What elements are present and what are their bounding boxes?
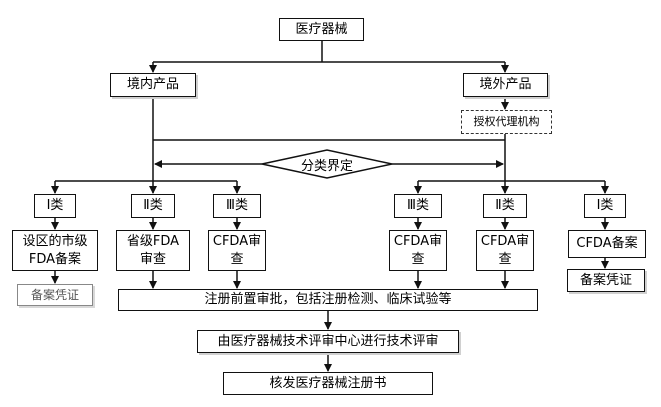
foreign-filing-certificate-node: 备案凭证	[567, 269, 645, 292]
authorized-agent-node: 授权代理机构	[461, 110, 552, 134]
domestic-class-1-node: Ⅰ类	[34, 194, 76, 218]
cfda-filing-node: CFDA备案	[568, 230, 646, 258]
registration-certificate-node: 核发医疗器械注册书	[223, 372, 433, 395]
root-node-medical-devices: 医疗器械	[279, 18, 364, 41]
foreign-class-2-cfda-review-node: CFDA审 查	[476, 230, 534, 271]
domestic-class-2-node: Ⅱ类	[131, 194, 175, 218]
domestic-product-node: 境内产品	[110, 73, 196, 97]
foreign-class-3-node: Ⅲ类	[394, 194, 442, 218]
technical-review-node: 由医疗器械技术评审中心进行技术评审	[197, 330, 459, 353]
city-fda-filing-node: 设区的市级 FDA备案	[12, 230, 98, 271]
pre-approval-node: 注册前置审批，包括注册检测、临床试验等	[118, 289, 538, 311]
domestic-class-3-node: Ⅲ类	[213, 194, 261, 218]
classify-diamond	[261, 149, 393, 179]
foreign-class-3-cfda-review-node: CFDA审 查	[389, 230, 447, 271]
domestic-cfda-review-node: CFDA审 查	[208, 230, 266, 271]
provincial-fda-review-node: 省级FDA 审查	[116, 230, 190, 271]
classify-label: 分类界定	[300, 158, 353, 174]
foreign-class-2-node: Ⅱ类	[483, 194, 527, 218]
domestic-filing-certificate-node: 备案凭证	[17, 284, 93, 306]
foreign-product-node: 境外产品	[463, 73, 548, 97]
foreign-class-1-node: Ⅰ类	[584, 194, 626, 218]
